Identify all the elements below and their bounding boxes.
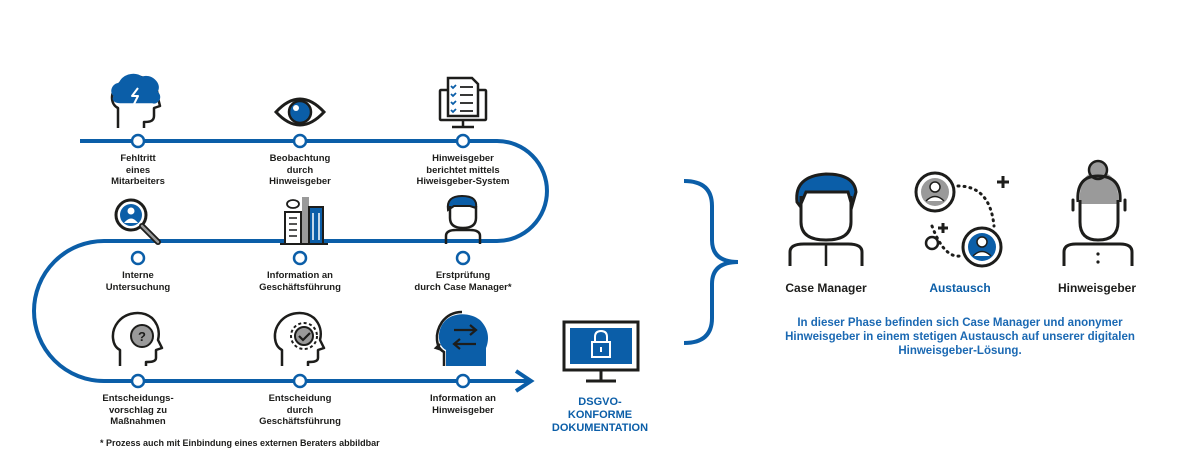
step-node bbox=[292, 133, 308, 149]
secure-monitor-icon bbox=[562, 320, 640, 383]
magnifier-person-icon bbox=[114, 198, 161, 245]
step-node bbox=[130, 373, 146, 389]
phase-description: In dieser Phase befinden sich Case Manag… bbox=[785, 317, 1135, 357]
whistleblower-label: Hinweisgeber bbox=[1057, 281, 1137, 295]
step-label: Erstprüfung durch Case Manager* bbox=[414, 270, 512, 293]
step-node bbox=[130, 133, 146, 149]
step-node bbox=[455, 133, 471, 149]
stormy-head-icon bbox=[110, 73, 162, 128]
step-label: Interne Untersuchung bbox=[105, 270, 171, 293]
step-node bbox=[292, 250, 308, 266]
dsgvo-label: DSGVO- KONFORME DOKUMENTATION bbox=[551, 396, 649, 434]
step-label: Hinweisgeber berichtet mittels Hiweisgeb… bbox=[416, 153, 510, 187]
step-label: Information an Hinweisgeber bbox=[430, 393, 496, 416]
curly-brace bbox=[683, 179, 739, 345]
case-manager-large-icon bbox=[788, 172, 864, 266]
timeline-arrowhead bbox=[514, 369, 535, 393]
step-label: Entscheidungs- vorschlag zu Maßnahmen bbox=[102, 393, 174, 427]
step-label: Entscheidung durch Geschäftsführung bbox=[259, 393, 341, 427]
question-head-icon: ? bbox=[111, 311, 164, 366]
case-manager-icon bbox=[444, 194, 482, 244]
monitor-checklist-icon bbox=[438, 76, 488, 129]
step-node bbox=[455, 250, 471, 266]
footnote: * Prozess auch mit Einbindung eines exte… bbox=[100, 438, 380, 448]
exchange-large-icon bbox=[914, 171, 1009, 268]
step-label: Beobachtung durch Hinweisgeber bbox=[269, 153, 331, 187]
svg-text:?: ? bbox=[138, 329, 146, 344]
timeline-path bbox=[32, 139, 549, 383]
exchange-head-icon bbox=[433, 310, 488, 366]
exchange-label: Austausch bbox=[929, 281, 991, 295]
step-label: Fehltritt eines Mitarbeiters bbox=[111, 153, 165, 187]
whistleblower-large-icon bbox=[1062, 159, 1134, 266]
step-node bbox=[455, 373, 471, 389]
step-node bbox=[292, 373, 308, 389]
step-node bbox=[130, 250, 146, 266]
timeline-nodes bbox=[130, 133, 471, 389]
eye-icon bbox=[273, 97, 327, 127]
case-manager-label: Case Manager bbox=[785, 281, 867, 295]
step-label: Information an Geschäftsführung bbox=[259, 270, 341, 293]
office-buildings-icon bbox=[280, 197, 328, 245]
decision-head-icon bbox=[273, 311, 326, 366]
